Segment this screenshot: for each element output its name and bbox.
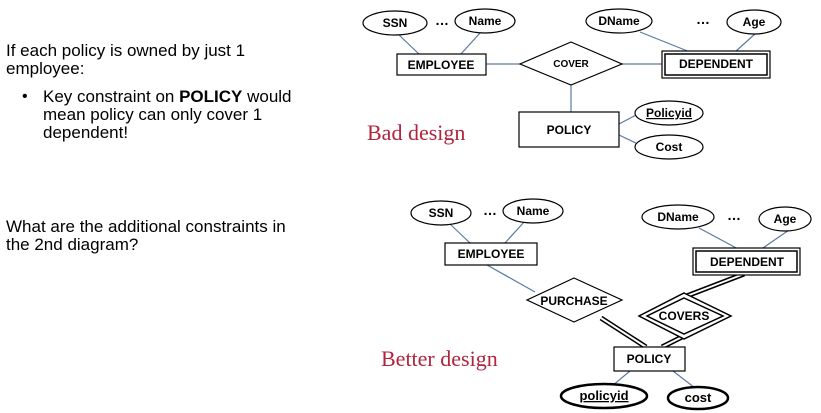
purchase-policy-total-participation xyxy=(599,315,648,350)
bullet-bold: POLICY xyxy=(179,87,243,106)
attr-cost xyxy=(634,134,704,160)
entity-policy-2 xyxy=(613,346,686,372)
entity-dependent-label: DEPENDENT xyxy=(679,57,754,71)
entity-employee-2-label: EMPLOYEE xyxy=(458,247,525,261)
attr-policyid xyxy=(634,100,704,126)
attr-dname-label: DName xyxy=(598,14,640,28)
bullet-pre: Key constraint on xyxy=(43,87,180,106)
attr-policyid-2-label: policyid xyxy=(579,388,628,403)
entity-policy xyxy=(518,111,620,148)
entity-dependent-inner xyxy=(664,53,768,76)
diagram-bad: SSN … Name DName … Age EMPLOYEE COVER DE… xyxy=(362,8,782,160)
entity-dependent-2-label: DEPENDENT xyxy=(710,255,785,269)
bullet-post: would mean policy can only cover 1 depen… xyxy=(43,87,292,142)
entity-employee-label: EMPLOYEE xyxy=(408,58,475,72)
relationship-cover xyxy=(518,41,624,86)
attr-age xyxy=(726,9,782,35)
attr-age-2-label: Age xyxy=(774,212,797,226)
bullet-dot: • xyxy=(22,88,28,105)
ellipsis-right: … xyxy=(696,11,710,27)
attr-age-label: Age xyxy=(743,15,766,29)
diagram-better: SSN … Name EMPLOYEE PURCHASE DName … Age… xyxy=(410,198,812,411)
caption-bad-design: Bad design xyxy=(367,120,466,145)
attr-ssn-label: SSN xyxy=(383,16,408,30)
attr-name-2-label: Name xyxy=(517,204,550,218)
attr-cost-2 xyxy=(666,385,730,411)
entity-policy-2-label: POLICY xyxy=(627,352,672,366)
attr-dname-2-label: DName xyxy=(657,210,699,224)
entity-employee-2 xyxy=(444,242,538,266)
relationship-cover-label: COVER xyxy=(553,59,589,70)
attr-name-label: Name xyxy=(469,14,502,28)
attr-ssn-2-label: SSN xyxy=(429,206,454,220)
ellipsis-right-2: … xyxy=(727,207,741,223)
attr-dname xyxy=(585,8,653,34)
attr-policyid-label: Policyid xyxy=(646,106,692,120)
question-text: What are the additional constraints in t… xyxy=(6,217,286,254)
relationship-covers-label: COVERS xyxy=(659,309,710,323)
ellipsis-left-2: … xyxy=(483,202,497,218)
attr-policyid-2 xyxy=(559,382,649,410)
attr-name xyxy=(454,8,516,34)
relationship-purchase xyxy=(525,277,624,323)
attr-cost-2-label: cost xyxy=(685,390,712,405)
attr-dname-2 xyxy=(641,204,715,230)
attr-ssn-2 xyxy=(410,200,472,226)
attr-ssn xyxy=(362,10,428,36)
caption-better-design: Better design xyxy=(381,346,498,371)
relationship-covers-inner xyxy=(645,297,725,335)
relationship-purchase-label: PURCHASE xyxy=(540,294,607,308)
attr-cost-label: Cost xyxy=(656,140,683,154)
entity-policy-label: POLICY xyxy=(547,123,592,137)
entity-dependent-2-inner xyxy=(695,250,798,273)
attr-age-2 xyxy=(758,206,812,232)
attr-name-2 xyxy=(502,198,564,224)
intro-text: If each policy is owned by just 1 employ… xyxy=(6,41,246,78)
bullet-text: Key constraint on POLICY would mean poli… xyxy=(43,88,313,142)
entity-employee xyxy=(396,53,487,76)
ellipsis-left: … xyxy=(435,12,449,28)
